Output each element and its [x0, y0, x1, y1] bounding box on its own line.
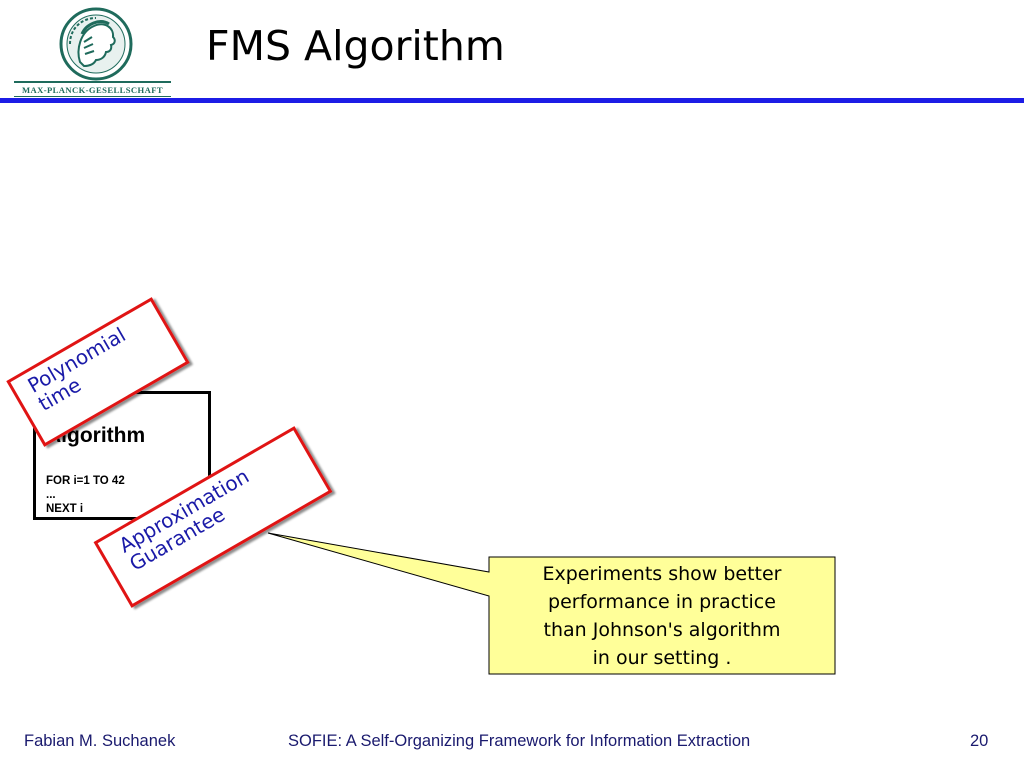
code-line: ... — [46, 489, 56, 501]
title-underline — [0, 98, 1024, 103]
logo-wordmark: MAX-PLANCK-GESELLSCHAFT — [22, 85, 163, 95]
callout-text: Experiments show better performance in p… — [489, 560, 835, 672]
callout-line: Experiments show better — [542, 563, 782, 585]
footer-talk-title: SOFIE: A Self-Organizing Framework for I… — [288, 732, 751, 750]
algorithm-code: FOR i=1 TO 42 ... NEXT i — [46, 474, 125, 516]
footer-author: Fabian M. Suchanek — [24, 732, 176, 750]
code-line: NEXT i — [46, 503, 84, 515]
callout-line: performance in practice — [548, 591, 776, 613]
code-line: FOR i=1 TO 42 — [46, 475, 125, 487]
minerva-emblem-icon — [59, 7, 133, 81]
callout-line: than Johnson's algorithm — [543, 619, 781, 641]
max-planck-logo: MAX-PLANCK-GESELLSCHAFT — [10, 4, 175, 97]
logo-rule-bottom — [14, 96, 171, 97]
callout-line: in our setting . — [592, 647, 732, 669]
footer-page-number: 20 — [970, 732, 989, 750]
logo-rule-top — [14, 81, 171, 83]
slide-title: FMS Algorithm — [206, 22, 505, 70]
